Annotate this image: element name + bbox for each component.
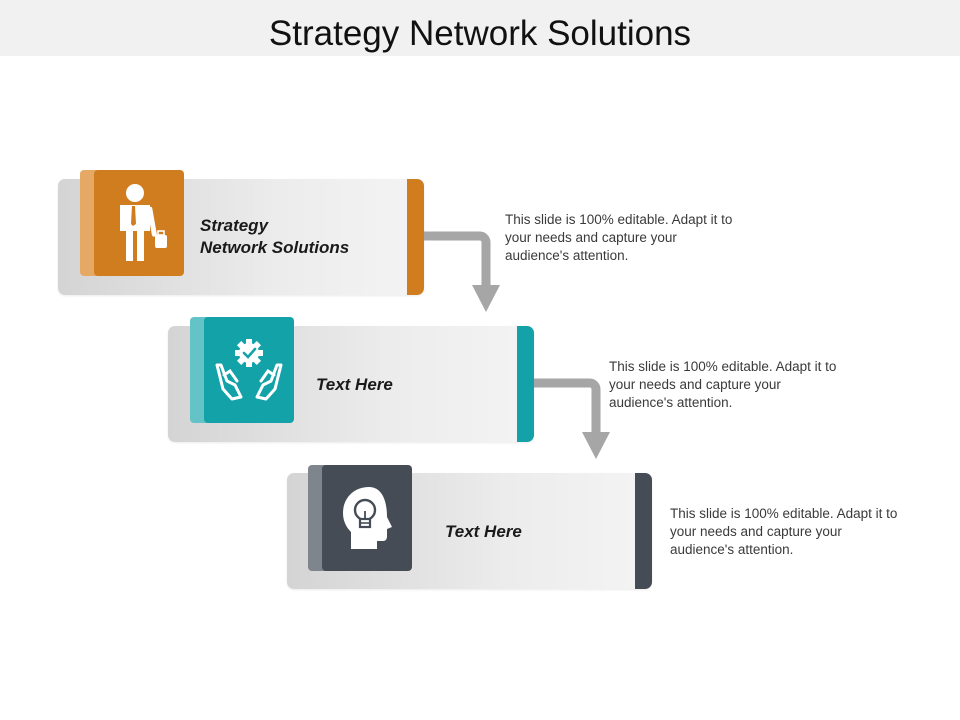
title-bar [0, 0, 960, 56]
step-2-accent-bar [517, 326, 534, 442]
connector-arrow-2 [534, 378, 610, 459]
step-1-icon-box [94, 170, 184, 276]
step-1-accent-bar [407, 179, 424, 295]
step-3-label: Text Here [445, 522, 522, 541]
step-1-label: Strategy Network Solutions [200, 216, 350, 257]
step-2-icon-box [204, 317, 294, 423]
step-3-accent-bar [635, 473, 652, 589]
head-lightbulb-icon [343, 487, 392, 549]
page-title: Strategy Network Solutions [268, 14, 692, 53]
step-2-description: This slide is 100% editable. Adapt it to… [609, 359, 837, 410]
businessman-icon [120, 184, 167, 261]
step-1-description: This slide is 100% editable. Adapt it to… [505, 212, 733, 263]
connector-arrow-1 [424, 231, 500, 312]
step-3-icon-box [322, 465, 412, 571]
step-3-description: This slide is 100% editable. Adapt it to… [670, 506, 898, 557]
step-2-label: Text Here [316, 375, 393, 394]
hands-gear-icon [215, 339, 283, 401]
